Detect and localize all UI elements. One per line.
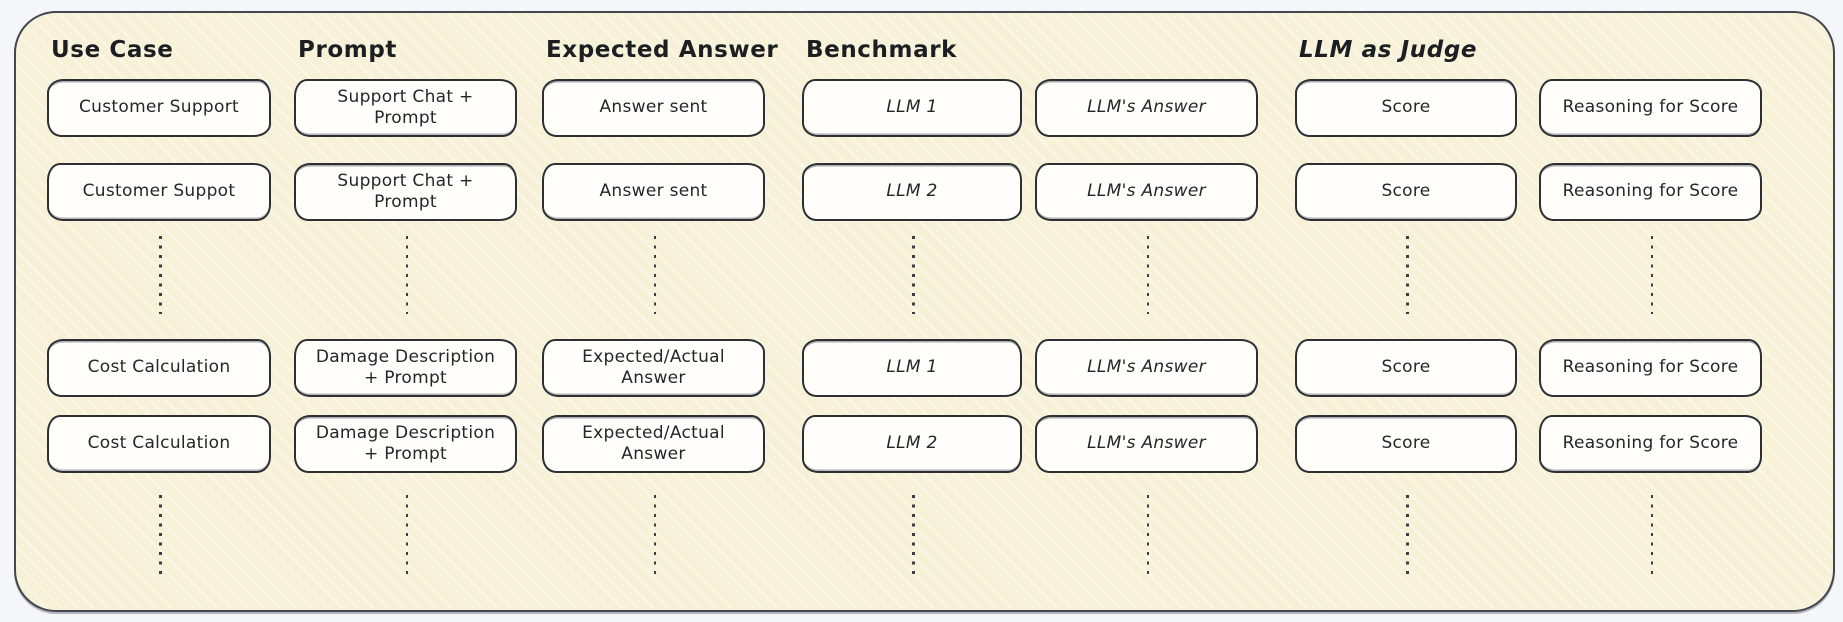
header-llm-as-judge: LLM as Judge (1299, 37, 1478, 63)
column-use-case: Use Case Customer Support Customer Suppo… (47, 13, 271, 610)
box-llm-row4: LLM 2 (802, 415, 1022, 473)
continuation-dots (912, 495, 915, 579)
box-use-case-row1: Customer Support (47, 79, 271, 137)
column-benchmark-llm: Benchmark LLM 1 LLM 2 LLM 1 LLM 2 (802, 13, 1022, 610)
box-score-row3: Score (1295, 339, 1517, 397)
box-prompt-row3: Damage Description + Prompt (294, 339, 517, 397)
continuation-dots (1406, 236, 1409, 314)
box-use-case-row3: Cost Calculation (47, 339, 271, 397)
box-prompt-row1: Support Chat + Prompt (294, 79, 517, 137)
header-benchmark: Benchmark (806, 37, 958, 63)
box-prompt-row4: Damage Description + Prompt (294, 415, 517, 473)
continuation-dots (912, 236, 915, 314)
continuation-dots (1146, 495, 1149, 579)
box-expected-answer-row3: Expected/Actual Answer (542, 339, 765, 397)
box-expected-answer-row2: Answer sent (542, 163, 765, 221)
box-reasoning-row1: Reasoning for Score (1539, 79, 1762, 137)
column-reasoning: Reasoning for Score Reasoning for Score … (1539, 13, 1762, 610)
continuation-dots (159, 236, 162, 314)
box-score-row2: Score (1295, 163, 1517, 221)
box-use-case-row2: Customer Suppot (47, 163, 271, 221)
column-llm-answer: LLM's Answer LLM's Answer LLM's Answer L… (1035, 13, 1258, 610)
box-llm-answer-row2: LLM's Answer (1035, 163, 1258, 221)
box-score-row1: Score (1295, 79, 1517, 137)
box-llm-answer-row1: LLM's Answer (1035, 79, 1258, 137)
box-llm-row1: LLM 1 (802, 79, 1022, 137)
box-reasoning-row3: Reasoning for Score (1539, 339, 1762, 397)
box-llm-answer-row4: LLM's Answer (1035, 415, 1258, 473)
column-prompt: Prompt Support Chat + Prompt Support Cha… (294, 13, 517, 610)
column-expected-answer: Expected Answer Answer sent Answer sent … (542, 13, 778, 610)
continuation-dots (653, 236, 656, 314)
continuation-dots (159, 495, 162, 579)
column-judge-score: LLM as Judge Score Score Score Score (1295, 13, 1517, 610)
continuation-dots (653, 495, 656, 579)
box-expected-answer-row4: Expected/Actual Answer (542, 415, 765, 473)
header-use-case: Use Case (51, 37, 174, 63)
box-reasoning-row2: Reasoning for Score (1539, 163, 1762, 221)
box-reasoning-row4: Reasoning for Score (1539, 415, 1762, 473)
box-prompt-row2: Support Chat + Prompt (294, 163, 517, 221)
header-prompt: Prompt (298, 37, 398, 63)
continuation-dots (405, 236, 408, 314)
header-expected-answer: Expected Answer (546, 37, 779, 63)
diagram-frame: Use Case Customer Support Customer Suppo… (14, 11, 1835, 612)
continuation-dots (1406, 495, 1409, 579)
continuation-dots (1146, 236, 1149, 314)
box-llm-answer-row3: LLM's Answer (1035, 339, 1258, 397)
box-score-row4: Score (1295, 415, 1517, 473)
box-llm-row2: LLM 2 (802, 163, 1022, 221)
box-expected-answer-row1: Answer sent (542, 79, 765, 137)
continuation-dots (1650, 495, 1653, 579)
continuation-dots (1650, 236, 1653, 314)
continuation-dots (405, 495, 408, 579)
box-llm-row3: LLM 1 (802, 339, 1022, 397)
box-use-case-row4: Cost Calculation (47, 415, 271, 473)
